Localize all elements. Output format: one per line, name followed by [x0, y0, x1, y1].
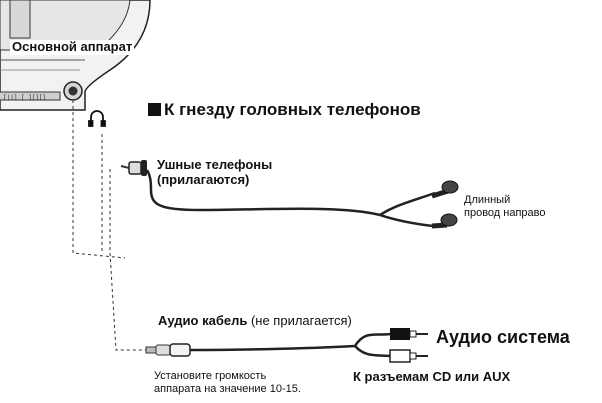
long-wire-label: Длинный провод направо: [464, 194, 546, 219]
headphone-jack: [63, 81, 83, 101]
earphones-label-line2: (прилагаются): [157, 171, 250, 187]
audio-cable-label-bold: Аудио кабель: [158, 313, 248, 328]
audio-cable-label-note: (не прилагается): [247, 313, 352, 328]
earphones-label: Ушные телефоны (прилагаются): [157, 157, 273, 188]
dashed-guide-lines: [72, 100, 146, 351]
volume-hint-line1: Установите громкость: [154, 370, 267, 382]
audio-cable: [189, 332, 391, 358]
audio-system-label: Аудио система: [436, 327, 570, 347]
rca-plug-lower: [389, 349, 428, 363]
earphone-cable: [145, 169, 436, 228]
earbud-right: [431, 213, 458, 229]
audio-cable-label: Аудио кабель (не прилагается): [158, 313, 352, 329]
earphones-label-line1: Ушные телефоны: [157, 157, 273, 172]
section-title: К гнезду головных телефонов: [148, 100, 421, 120]
main-unit-illustration: [||] [ ][][]: [0, 0, 151, 111]
volume-hint-line2: аппарата на значение 10-15.: [154, 382, 301, 395]
long-wire-label-line1: Длинный: [464, 194, 511, 206]
main-unit-label: Основной аппарат: [10, 39, 135, 55]
rca-plug-upper: [390, 328, 428, 340]
svg-text:[||] [ ][][]: [||] [ ][][]: [3, 94, 46, 101]
long-wire-label-line2: провод направо: [464, 206, 546, 219]
audio-cable-mini-plug: [145, 343, 191, 357]
earbud-left: [431, 180, 459, 199]
headphones-icon: [88, 110, 106, 127]
section-title-text: К гнезду головных телефонов: [164, 100, 421, 119]
square-bullet-icon: [148, 103, 161, 116]
ports-label: К разъемам CD или AUX: [353, 369, 511, 384]
volume-hint: Установите громкость аппарата на значени…: [154, 370, 301, 395]
earphone-plug: [120, 160, 147, 176]
